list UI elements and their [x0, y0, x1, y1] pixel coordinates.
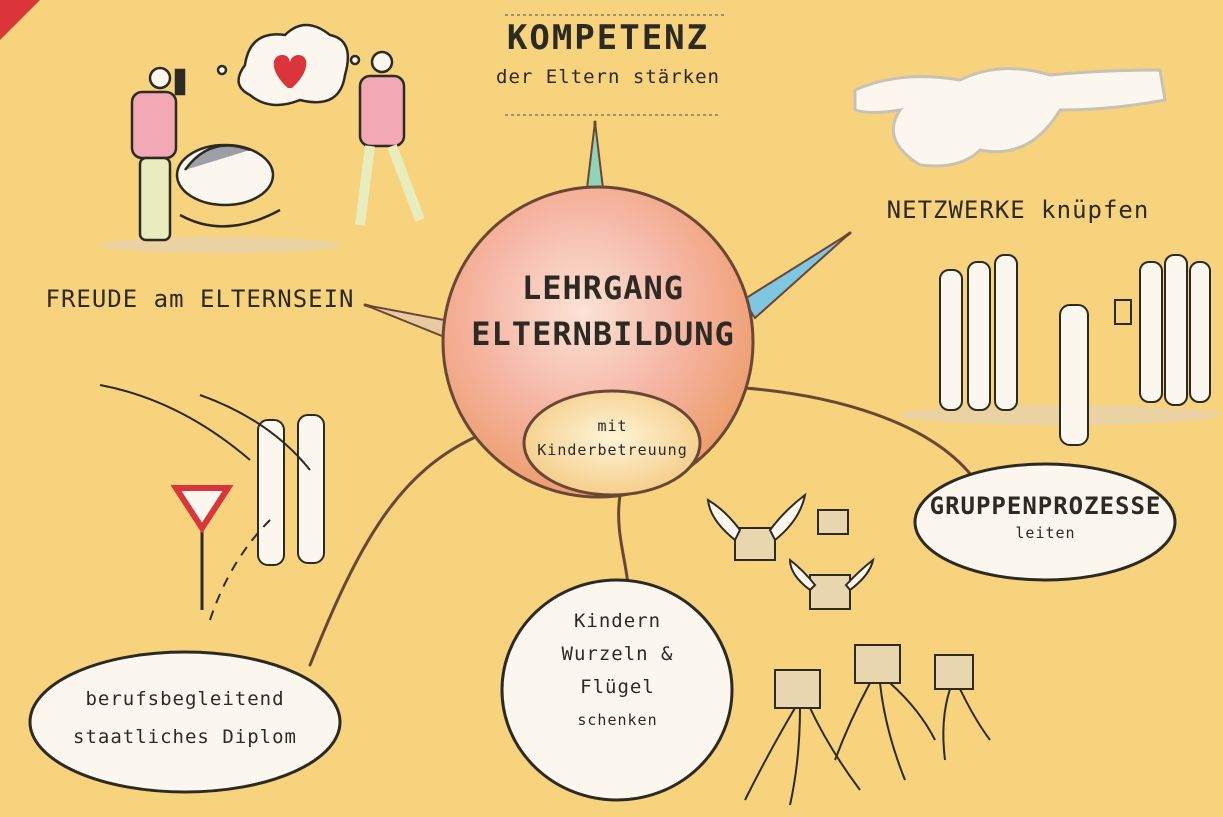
center-title-line2: ELTERNBILDUNG — [471, 315, 735, 353]
center-subtitle: mit Kinderbetreuung — [530, 414, 695, 462]
title-frame-lines — [505, 14, 725, 116]
corner-accent — [0, 0, 40, 40]
center-sub-ellipse — [522, 389, 702, 497]
node-netzwerke: NETZWERKE knüpfen — [886, 196, 1150, 224]
heart-icon — [273, 55, 307, 88]
kompetenz-title: KOMPETENZ — [506, 18, 710, 58]
gruppen-ellipse — [913, 462, 1177, 582]
gift-icon — [734, 509, 974, 709]
connector-diplom — [308, 433, 482, 667]
kindern-line3: Flügel — [580, 676, 655, 698]
people-group-illustration — [939, 254, 1211, 446]
node-freude: FREUDE am ELTERNSEIN — [45, 285, 355, 313]
center-subtitle-line1: mit — [597, 417, 628, 435]
center-title: LEHRGANG ELTERNBILDUNG — [468, 265, 738, 357]
kindern-line4: schenken — [577, 711, 658, 729]
kindern-ellipse — [500, 578, 734, 802]
roots-illustration — [744, 682, 991, 806]
diplom-line2: staatliches Diplom — [73, 726, 297, 748]
center-title-line1: LEHRGANG — [521, 269, 685, 307]
kompetenz-subtitle: der Eltern stärken — [496, 66, 720, 88]
arrowhead-freude — [364, 304, 457, 342]
node-kindern: Kindern Wurzeln & Flügel schenken — [515, 605, 720, 737]
kindern-line2: Wurzeln & — [561, 643, 674, 665]
kindern-line1: Kindern — [573, 610, 662, 632]
yield-sign-icon — [170, 485, 234, 610]
walking-people-illustration — [99, 384, 325, 621]
diplom-line1: berufsbegleitend — [85, 688, 285, 710]
wing-icon — [706, 492, 875, 592]
connector-gruppen — [743, 386, 977, 482]
connector-kindern — [617, 493, 630, 587]
node-diplom: berufsbegleitend staatliches Diplom — [45, 680, 325, 756]
arrowhead-netzwerke — [741, 232, 851, 320]
center-subtitle-line2: Kinderbetreuung — [537, 441, 688, 459]
node-gruppen: GRUPPENPROZESSE leiten — [918, 492, 1173, 542]
node-kompetenz: KOMPETENZ der Eltern stärken — [488, 18, 728, 88]
parents-illustration — [130, 23, 425, 242]
diplom-ellipse — [28, 650, 342, 794]
gruppen-title: GRUPPENPROZESSE — [929, 492, 1162, 520]
gruppen-subtitle: leiten — [1015, 524, 1076, 542]
knot-icon — [853, 67, 1167, 168]
